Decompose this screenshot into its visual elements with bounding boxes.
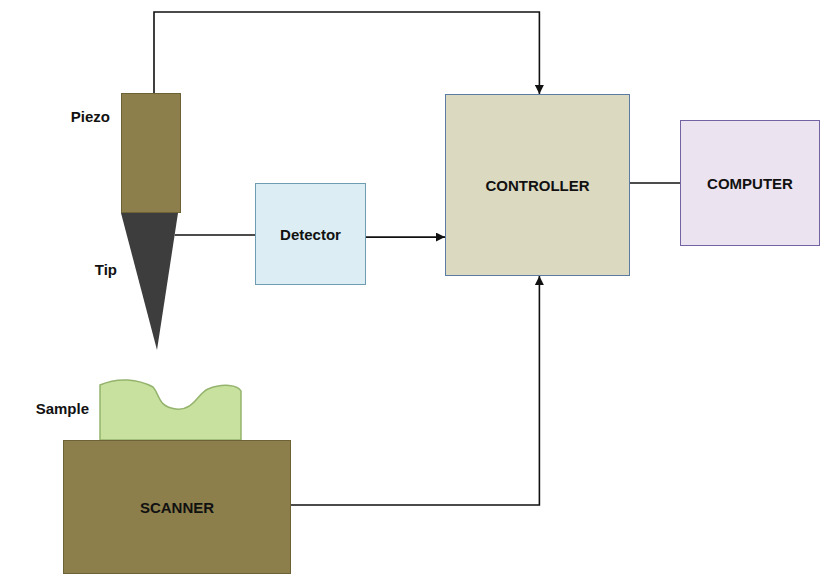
box-label: CONTROLLER	[485, 177, 589, 194]
signal-connector	[154, 12, 539, 94]
sample-shape: Sample	[98, 377, 243, 440]
computer-box: COMPUTER	[680, 120, 820, 246]
sample-shape-outline	[98, 377, 243, 440]
part-label: Sample	[36, 400, 89, 417]
probe-tip: Tip	[121, 213, 178, 350]
detector-box: Detector	[255, 183, 366, 285]
sample-shape-path	[100, 380, 241, 440]
signal-connector	[366, 236, 445, 238]
signal-connector	[175, 234, 255, 236]
piezo-actuator: Piezo	[121, 93, 181, 213]
signal-connector	[630, 182, 680, 184]
part-label: Tip	[95, 261, 117, 278]
scanner-stage: SCANNER	[63, 440, 291, 574]
part-label: Piezo	[71, 108, 110, 125]
box-label: SCANNER	[140, 499, 214, 516]
probe-tip-outline	[121, 213, 178, 350]
signal-connector	[291, 276, 539, 505]
box-label: COMPUTER	[707, 175, 793, 192]
probe-tip-path	[121, 213, 178, 350]
box-label: Detector	[280, 226, 341, 243]
controller-box: CONTROLLER	[445, 94, 630, 276]
